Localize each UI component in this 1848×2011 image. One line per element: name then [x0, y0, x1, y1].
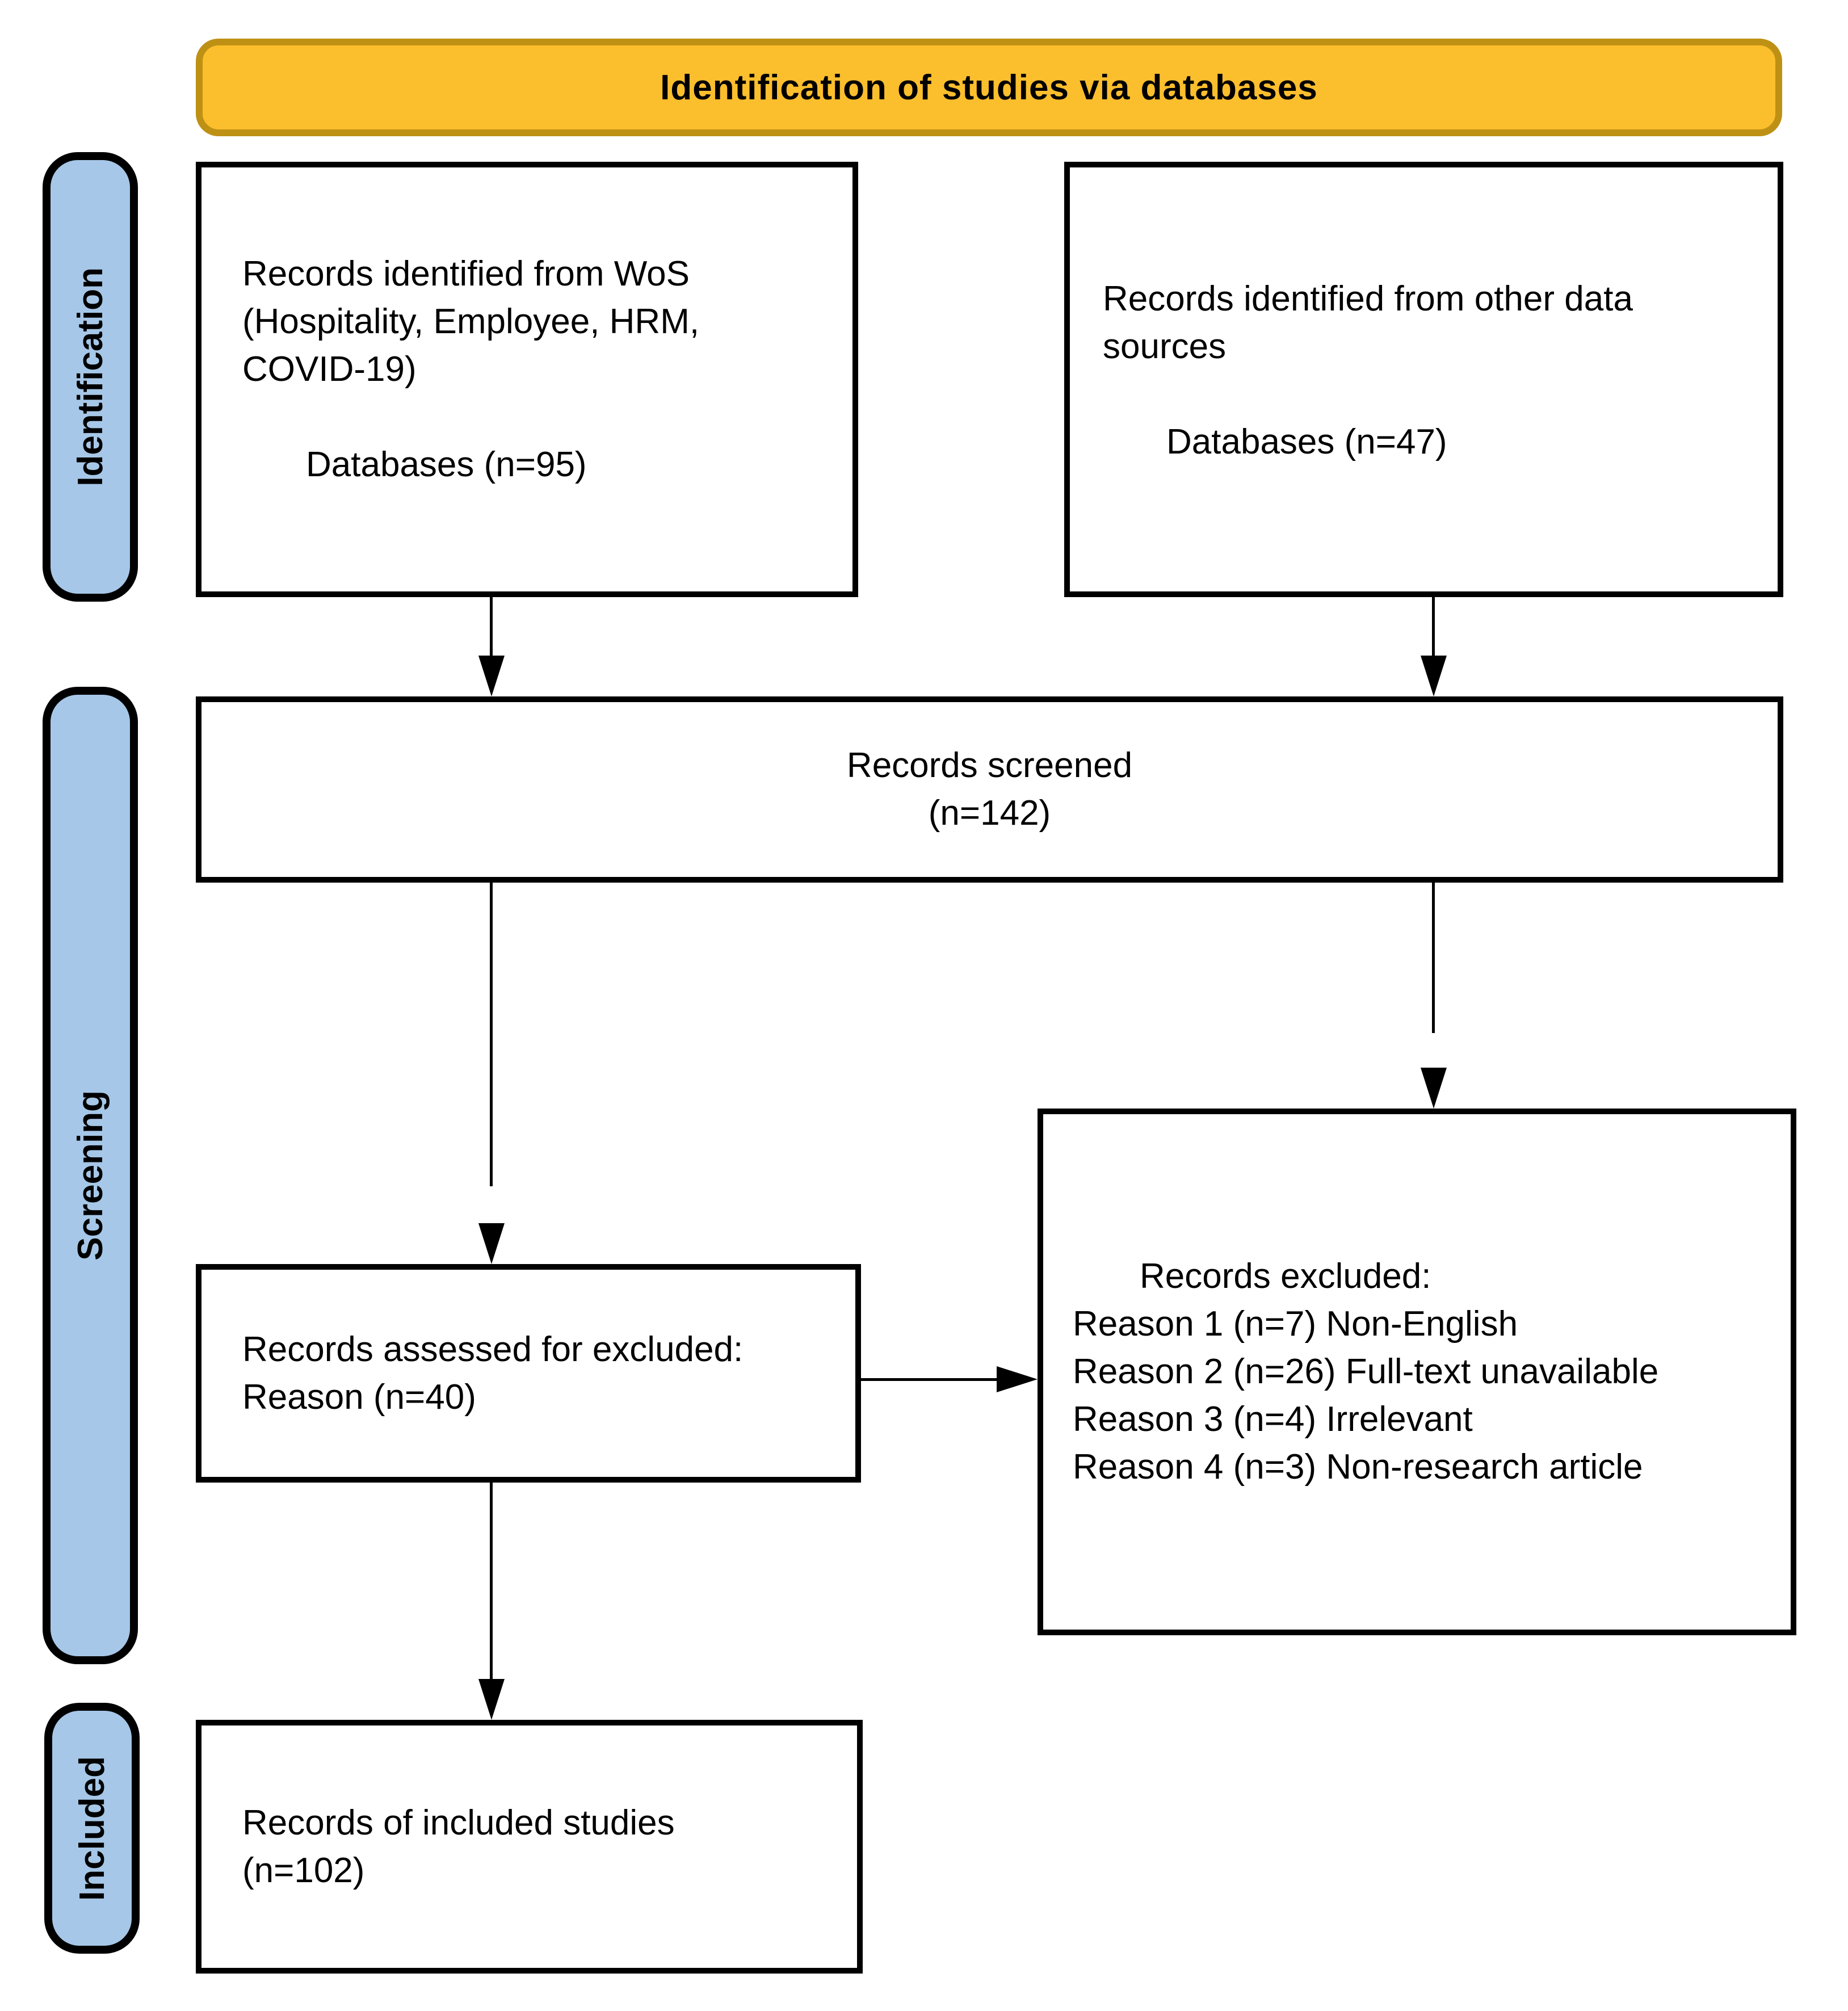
arrow-assessed-to-included-line	[490, 1483, 493, 1681]
box-text-line: (Hospitality, Employee, HRM,	[242, 302, 700, 341]
stage-label-included-text: Included	[72, 1756, 112, 1901]
arrow-wos-to-screened-line	[490, 597, 493, 660]
box-records-included: Records of included studies (n=102)	[196, 1720, 863, 1974]
arrow-other-to-screened-line	[1432, 594, 1435, 660]
box-text-line: Records of included studies	[242, 1803, 675, 1842]
box-count-line: Databases (n=47)	[1166, 422, 1447, 461]
stage-label-screening-text: Screening	[70, 1090, 110, 1261]
stage-label-screening: Screening	[43, 687, 138, 1664]
excluded-reason: Reason 1 (n=7) Non-English	[1073, 1304, 1518, 1344]
box-text-line: Records assessed for excluded:	[242, 1329, 744, 1369]
box-text-line: Records identified from WoS	[242, 254, 690, 293]
diagram-title: Identification of studies via databases	[660, 68, 1318, 107]
excluded-title: Records excluded:	[1140, 1257, 1431, 1296]
stage-label-identification-text: Identification	[70, 267, 110, 486]
arrow-screened-to-excluded-line	[1432, 883, 1435, 1033]
box-text-line: sources	[1103, 327, 1227, 366]
arrow-assessed-to-included-head	[478, 1679, 505, 1720]
stage-label-identification: Identification	[43, 152, 138, 602]
box-records-identified-wos: Records identified from WoS (Hospitality…	[196, 162, 858, 597]
header-banner: Identification of studies via databases	[196, 39, 1782, 136]
arrow-screened-to-assessed-head	[478, 1223, 505, 1264]
excluded-reason: Reason 3 (n=4) Irrelevant	[1073, 1400, 1473, 1439]
arrow-screened-to-excluded-head	[1421, 1068, 1447, 1109]
box-text-line: (n=142)	[928, 794, 1051, 833]
box-records-screened: Records screened (n=142)	[196, 696, 1783, 883]
box-count-line: Databases (n=95)	[306, 445, 587, 484]
box-records-excluded: Records excluded: Reason 1 (n=7) Non-Eng…	[1038, 1109, 1796, 1635]
excluded-reason: Reason 4 (n=3) Non-research article	[1073, 1447, 1643, 1487]
box-text-line: Records screened	[846, 746, 1133, 785]
arrow-assessed-to-excluded-head	[997, 1366, 1038, 1392]
box-records-identified-other: Records identified from other data sourc…	[1064, 162, 1783, 597]
arrow-wos-to-screened-head	[478, 656, 505, 696]
excluded-reason: Reason 2 (n=26) Full-text unavailable	[1073, 1352, 1659, 1391]
arrow-assessed-to-excluded-line	[861, 1378, 998, 1381]
arrow-screened-to-assessed-line	[490, 883, 493, 1186]
stage-label-included: Included	[44, 1703, 140, 1954]
arrow-other-to-screened-head	[1421, 656, 1447, 696]
box-text-line: COVID-19)	[242, 350, 417, 389]
box-text-line: (n=102)	[242, 1850, 365, 1890]
box-text-line: Reason (n=40)	[242, 1377, 476, 1417]
box-text-line: Records identified from other data	[1103, 279, 1633, 318]
box-records-assessed: Records assessed for excluded: Reason (n…	[196, 1264, 861, 1483]
